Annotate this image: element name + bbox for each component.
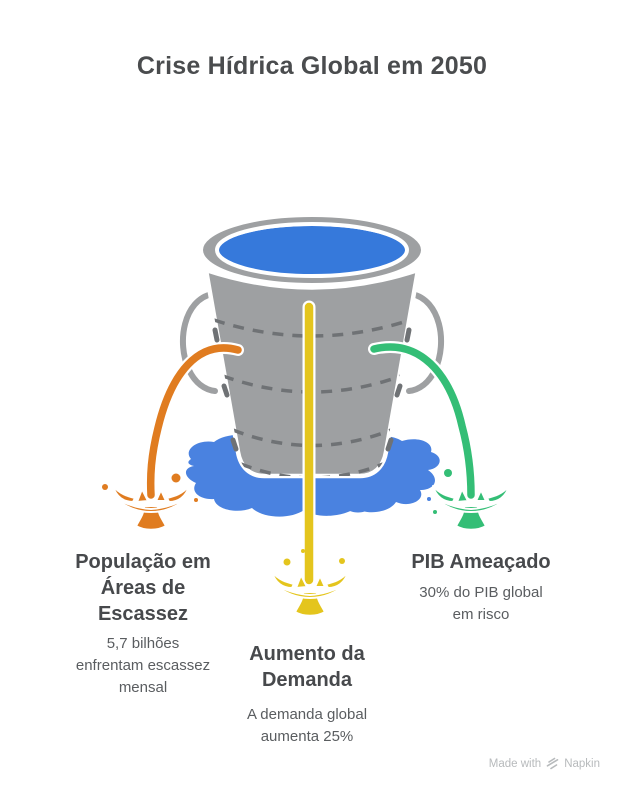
label-population-heading: População em Áreas de Escassez bbox=[75, 551, 211, 625]
made-with-napkin-link[interactable]: Made with Napkin bbox=[489, 757, 600, 770]
bucket-illustration bbox=[102, 213, 510, 617]
label-population-detail: 5,7 bilhões enfrentam escassez mensal bbox=[75, 635, 211, 696]
label-demand-heading: Aumento da Demanda bbox=[249, 643, 365, 691]
droplets-gdp bbox=[433, 469, 452, 514]
stream-demand bbox=[271, 300, 349, 617]
watermark-prefix: Made with bbox=[488, 757, 542, 770]
napkin-logo-icon bbox=[546, 757, 559, 770]
label-gdp-detail: 30% do PIB global em risco bbox=[419, 584, 543, 623]
water-surface bbox=[218, 226, 406, 276]
stream-gdp bbox=[368, 341, 510, 531]
bucket-seam-tabs bbox=[212, 327, 412, 452]
stream-population bbox=[102, 342, 244, 531]
label-gdp-heading: PIB Ameaçado bbox=[411, 551, 551, 573]
bucket-rim bbox=[198, 213, 426, 287]
droplets-population bbox=[102, 473, 198, 502]
page-title: Crise Hídrica Global em 2050 bbox=[136, 52, 488, 80]
droplets-demand bbox=[283, 549, 345, 566]
watermark-brand: Napkin bbox=[564, 757, 600, 770]
label-demand-detail: A demanda global aumenta 25% bbox=[246, 706, 368, 745]
